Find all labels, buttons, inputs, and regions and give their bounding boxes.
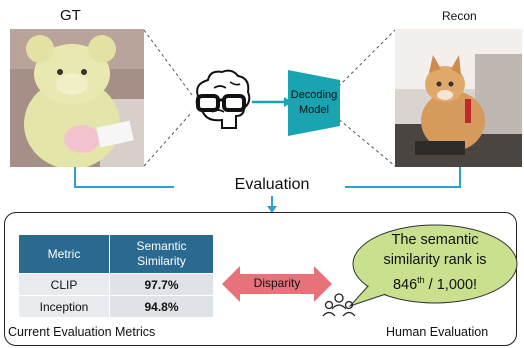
metric-value: 97.7%	[109, 273, 214, 296]
bubble-line2: similarity rank is	[383, 252, 487, 268]
table-header-row: Metric Semantic Similarity	[18, 234, 214, 274]
bubble-line1: The semantic	[391, 232, 479, 248]
evaluation-panel	[4, 212, 517, 346]
people-group-icon	[322, 291, 356, 319]
disparity-arrow: Disparity	[222, 266, 332, 302]
human-eval-bubble: The semantic similarity rank is 846th / …	[340, 222, 520, 314]
metric-value: 94.8%	[109, 295, 214, 318]
human-eval-label: Human Evaluation	[386, 325, 489, 339]
evaluation-label: Evaluation	[234, 176, 310, 193]
bubble-text: The semantic similarity rank is 846th / …	[350, 230, 520, 295]
metrics-table: Metric Semantic Similarity CLIP 97.7% In…	[18, 234, 214, 318]
rank-suffix: th	[417, 275, 425, 285]
metric-name: Inception	[18, 295, 110, 318]
rank-value: 846	[392, 276, 418, 293]
disparity-label: Disparity	[253, 276, 301, 290]
rank-total: / 1,000!	[424, 276, 478, 293]
metric-name: CLIP	[18, 273, 110, 296]
table-row: CLIP 97.7%	[18, 273, 214, 296]
brain-with-glasses-icon	[192, 66, 254, 136]
recon-label: Recon	[442, 9, 477, 23]
current-metrics-label: Current Evaluation Metrics	[8, 325, 156, 339]
bubble-line3: 846th / 1,000!	[350, 270, 520, 295]
decoding-model-label: Decoding Model	[290, 89, 338, 116]
recon-image	[395, 29, 522, 167]
decoding-model-box: Decoding Model	[288, 70, 340, 136]
table-header-semantic-similarity: Semantic Similarity	[109, 234, 214, 274]
table-row: Inception 94.8%	[18, 295, 214, 318]
gt-image	[10, 29, 144, 167]
gt-label: GT	[60, 7, 81, 24]
table-header-metric: Metric	[18, 234, 110, 274]
